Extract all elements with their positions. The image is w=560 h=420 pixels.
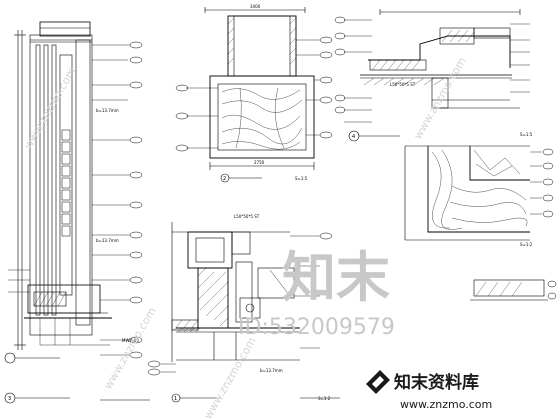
brand-name-cn: 知末资料库	[393, 372, 479, 393]
top-center-sheet-scale: S=1:5	[295, 176, 308, 181]
top-center-dim-bottom: 2750	[254, 160, 265, 165]
left-mwd-tag: MWD-03	[122, 338, 139, 343]
watermark-id-text: ID:532009579	[238, 315, 395, 340]
bottom-center-sheet-scale: S=1:2	[318, 396, 331, 401]
bottom-center-glass-note: b=13.7mm	[260, 368, 283, 373]
brand-logo-icon	[366, 370, 390, 394]
middle-right-view	[404, 145, 554, 241]
top-right-steel-note: L50*50*5 ST	[390, 82, 416, 87]
top-center-view-number: 2	[223, 176, 226, 182]
left-view-number: 3	[8, 396, 11, 402]
bottom-center-view-number: 1	[174, 396, 177, 402]
brand-url: www.znzmo.com	[400, 398, 492, 411]
watermark-logo-text: 知末	[282, 246, 390, 309]
bottom-center-steel-note: L50*50*5 ST	[234, 214, 260, 219]
top-center-view	[175, 7, 333, 183]
left-glass-note: b=13.7mm	[96, 108, 119, 113]
bottom-center-view	[147, 222, 340, 403]
top-right-view-number: 4	[352, 134, 355, 140]
left-glass-note-2: b=13.7mm	[96, 238, 119, 243]
brand-footer: 知末资料库 www.znzmo.com	[366, 370, 492, 411]
middle-right-sheet-scale: S=1:2	[520, 242, 533, 247]
top-right-sheet-scale: S=1:5	[520, 132, 533, 137]
top-right-view	[334, 9, 530, 142]
bottom-right-view	[470, 279, 557, 301]
top-center-dim-top: 3400	[250, 4, 261, 9]
left-section-view	[4, 21, 150, 404]
